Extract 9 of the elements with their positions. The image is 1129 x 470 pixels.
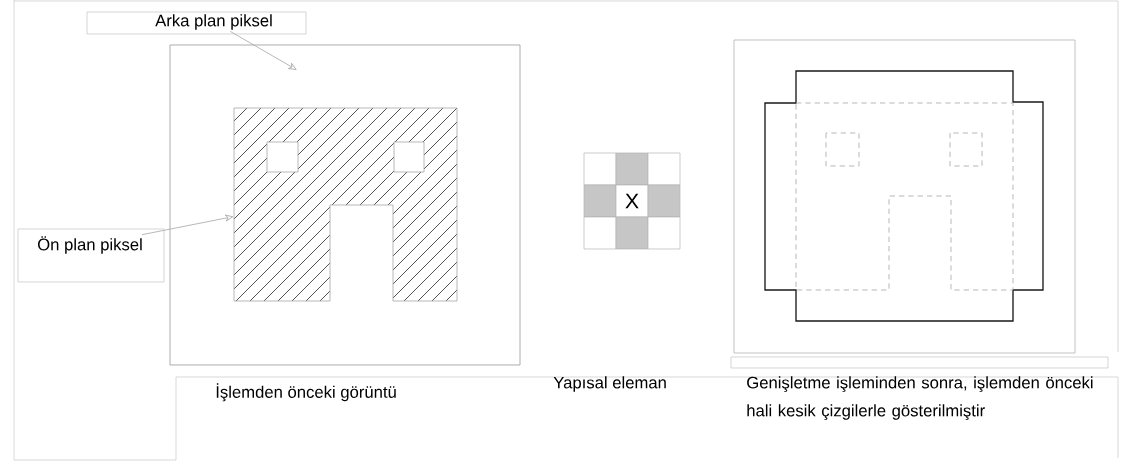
callout-label: Ön plan piksel	[17, 228, 165, 283]
center-mark: X	[625, 193, 639, 209]
caption: Yapısal eleman	[553, 376, 666, 392]
caption: Genişletme işleminden sonra, işlemden önceki hali kesik çizgilerle gösterilmiştir	[747, 376, 1093, 420]
leader-line	[229, 30, 297, 70]
hatched-foreground-drawing	[233, 107, 458, 302]
callout-label: Arka plan piksel	[86, 11, 307, 35]
caption: İşlemden önceki görüntü	[216, 383, 396, 402]
leader-line	[141, 214, 234, 236]
